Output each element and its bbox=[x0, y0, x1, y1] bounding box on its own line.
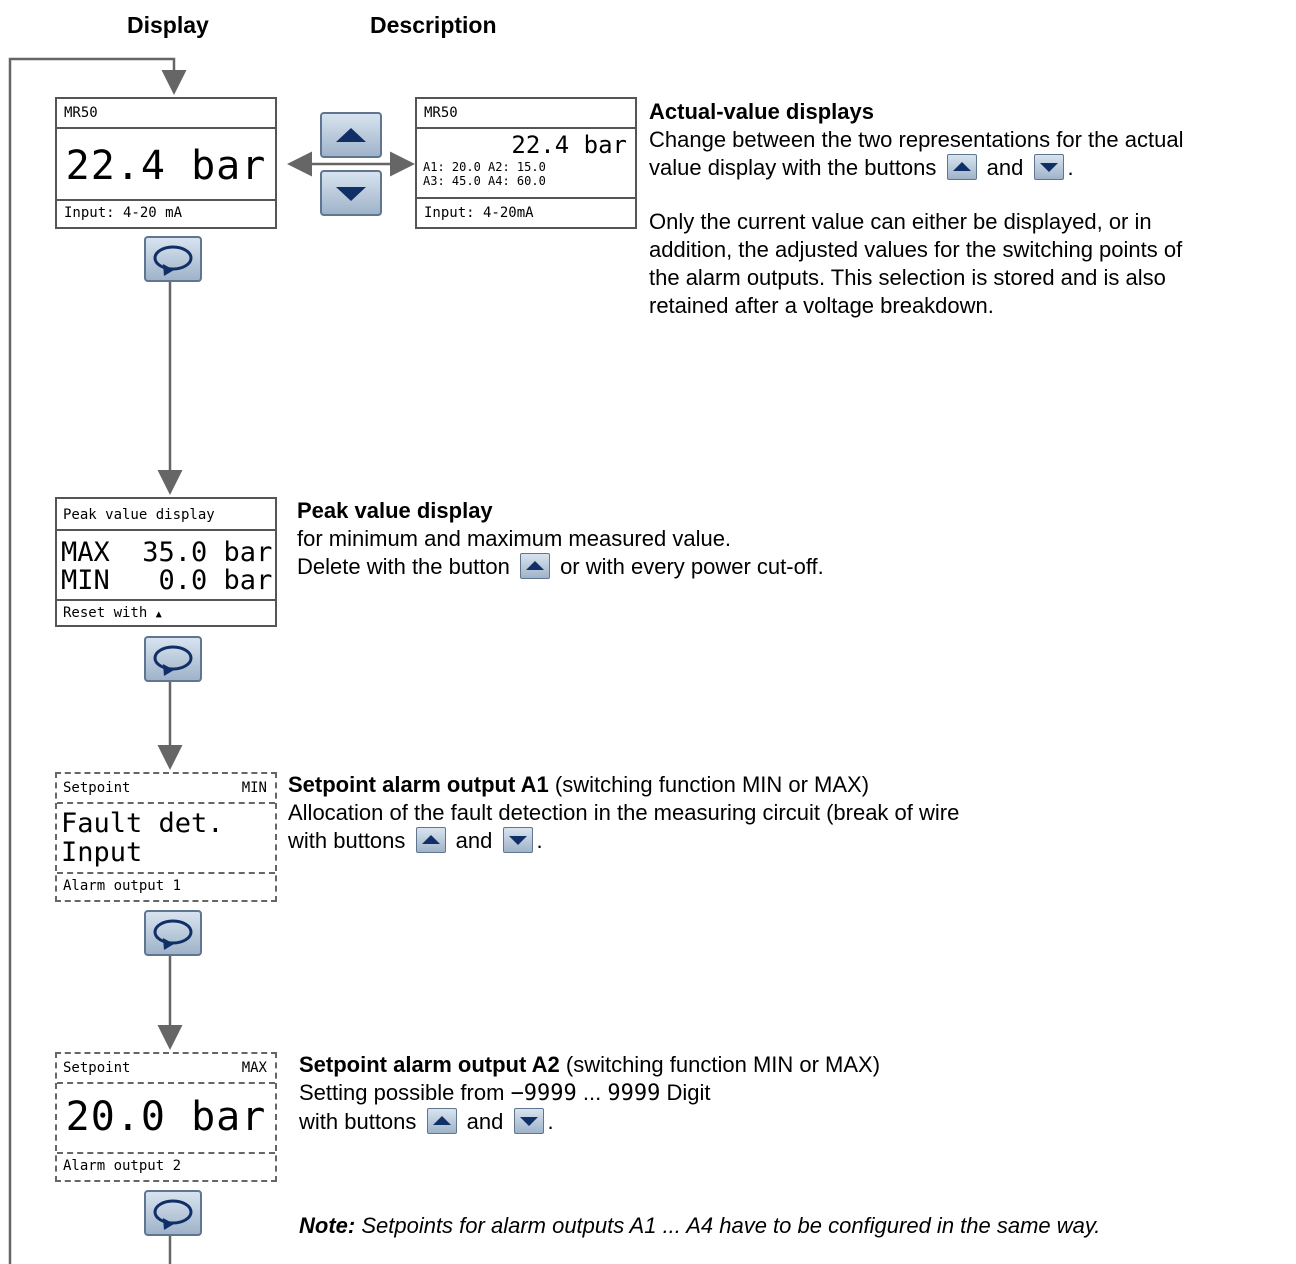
section-peak-value: Peak value display for minimum and maxim… bbox=[297, 497, 1197, 581]
lcd-top-left: Setpoint bbox=[63, 780, 131, 796]
description-line: Allocation of the fault detection in the… bbox=[288, 800, 960, 825]
enter-button[interactable] bbox=[144, 236, 202, 282]
lcd-bottom-text: Input: 4-20 mA bbox=[64, 205, 183, 221]
up-button-icon bbox=[415, 827, 446, 853]
loop-arrow-icon bbox=[153, 919, 193, 950]
header-description: Description bbox=[370, 12, 497, 38]
lcd-top-text: MR50 bbox=[424, 105, 458, 121]
lcd-top-left: Setpoint bbox=[63, 1060, 131, 1076]
lcd-line-2: Input bbox=[61, 837, 143, 868]
description-line: Setting possible from −9999 ... 9999 Dig… bbox=[299, 1080, 711, 1106]
loop-arrow-icon bbox=[153, 245, 193, 276]
section-setpoint-a2: Setpoint alarm output A2 (switching func… bbox=[299, 1051, 1269, 1136]
description-line: addition, the adjusted values for the sw… bbox=[649, 237, 1183, 262]
up-button-icon bbox=[519, 553, 550, 579]
description-line: retained after a voltage breakdown. bbox=[649, 293, 994, 318]
lcd-bottom-text: Reset with ▲ bbox=[63, 605, 162, 621]
up-button-icon bbox=[426, 1108, 457, 1134]
lcd-alarm-line-1: A1: 20.0 A2: 15.0 bbox=[423, 160, 546, 174]
lcd-peak-value: Peak value display MAX 35.0 bar MIN 0.0 … bbox=[55, 497, 277, 627]
lcd-setpoint-a2: Setpoint MAX 20.0 bar Alarm output 2 bbox=[55, 1052, 277, 1182]
down-button-icon bbox=[513, 1108, 544, 1134]
lcd-actual-value-alarms: MR50 22.4 bar A1: 20.0 A2: 15.0 A3: 45.0… bbox=[415, 97, 637, 229]
description-line: value display with the buttons and . bbox=[649, 154, 1074, 180]
section-actual-value: Actual-value displays Change between the… bbox=[649, 98, 1289, 320]
section-title: Setpoint alarm output A1 bbox=[288, 772, 549, 797]
lcd-setpoint-a1: Setpoint MIN Fault det. Input Alarm outp… bbox=[55, 772, 277, 902]
lcd-min-line: MIN 0.0 bar bbox=[61, 565, 273, 596]
description-line: for minimum and maximum measured value. bbox=[297, 526, 732, 551]
lcd-top-right: MIN bbox=[241, 780, 267, 796]
up-button[interactable] bbox=[320, 112, 382, 158]
lcd-main-value: 20.0 bar bbox=[65, 1094, 267, 1140]
up-arrow-icon bbox=[336, 128, 366, 142]
section-title: Peak value display bbox=[297, 498, 493, 523]
lcd-top-text: Peak value display bbox=[63, 507, 215, 523]
lcd-line-1: Fault det. bbox=[61, 808, 224, 839]
lcd-main-value: 22.4 bar bbox=[511, 131, 627, 159]
down-button[interactable] bbox=[320, 170, 382, 216]
down-arrow-icon bbox=[336, 187, 366, 201]
note-text: Note: Setpoints for alarm outputs A1 ...… bbox=[299, 1213, 1101, 1238]
lcd-bottom-text: Alarm output 1 bbox=[63, 878, 182, 894]
description-line: Change between the two representations f… bbox=[649, 127, 1184, 152]
section-setpoint-a1: Setpoint alarm output A1 (switching func… bbox=[288, 771, 1268, 855]
enter-button[interactable] bbox=[144, 636, 202, 682]
lcd-max-line: MAX 35.0 bar bbox=[61, 537, 273, 568]
down-button-icon bbox=[502, 827, 533, 853]
description-line: with buttons and . bbox=[299, 1108, 554, 1134]
down-button-icon bbox=[1033, 154, 1064, 180]
up-button-icon bbox=[946, 154, 977, 180]
lcd-actual-value: MR50 22.4 bar Input: 4-20 mA bbox=[55, 97, 277, 229]
enter-button[interactable] bbox=[144, 910, 202, 956]
lcd-bottom-text: Input: 4-20mA bbox=[424, 205, 534, 221]
lcd-bottom-text: Alarm output 2 bbox=[63, 1158, 182, 1174]
description-line: Delete with the button or with every pow… bbox=[297, 553, 824, 579]
description-line: with buttons and . bbox=[288, 827, 543, 853]
section-title: Actual-value displays bbox=[649, 99, 874, 124]
lcd-top-text: MR50 bbox=[64, 105, 98, 121]
section-title: Setpoint alarm output A2 bbox=[299, 1052, 560, 1077]
header-display: Display bbox=[127, 12, 209, 38]
description-line: the alarm outputs. This selection is sto… bbox=[649, 265, 1166, 290]
up-arrow-icon: ▲ bbox=[155, 609, 162, 620]
note-label: Note: bbox=[299, 1213, 356, 1238]
lcd-alarm-line-2: A3: 45.0 A4: 60.0 bbox=[423, 174, 546, 188]
loop-arrow-icon bbox=[153, 645, 193, 676]
loop-line bbox=[8, 57, 187, 1264]
description-line: Only the current value can either be dis… bbox=[649, 209, 1152, 234]
enter-button[interactable] bbox=[144, 1190, 202, 1236]
lcd-main-value: 22.4 bar bbox=[65, 143, 267, 189]
lcd-top-right: MAX bbox=[241, 1060, 267, 1076]
loop-arrow-icon bbox=[153, 1199, 193, 1230]
